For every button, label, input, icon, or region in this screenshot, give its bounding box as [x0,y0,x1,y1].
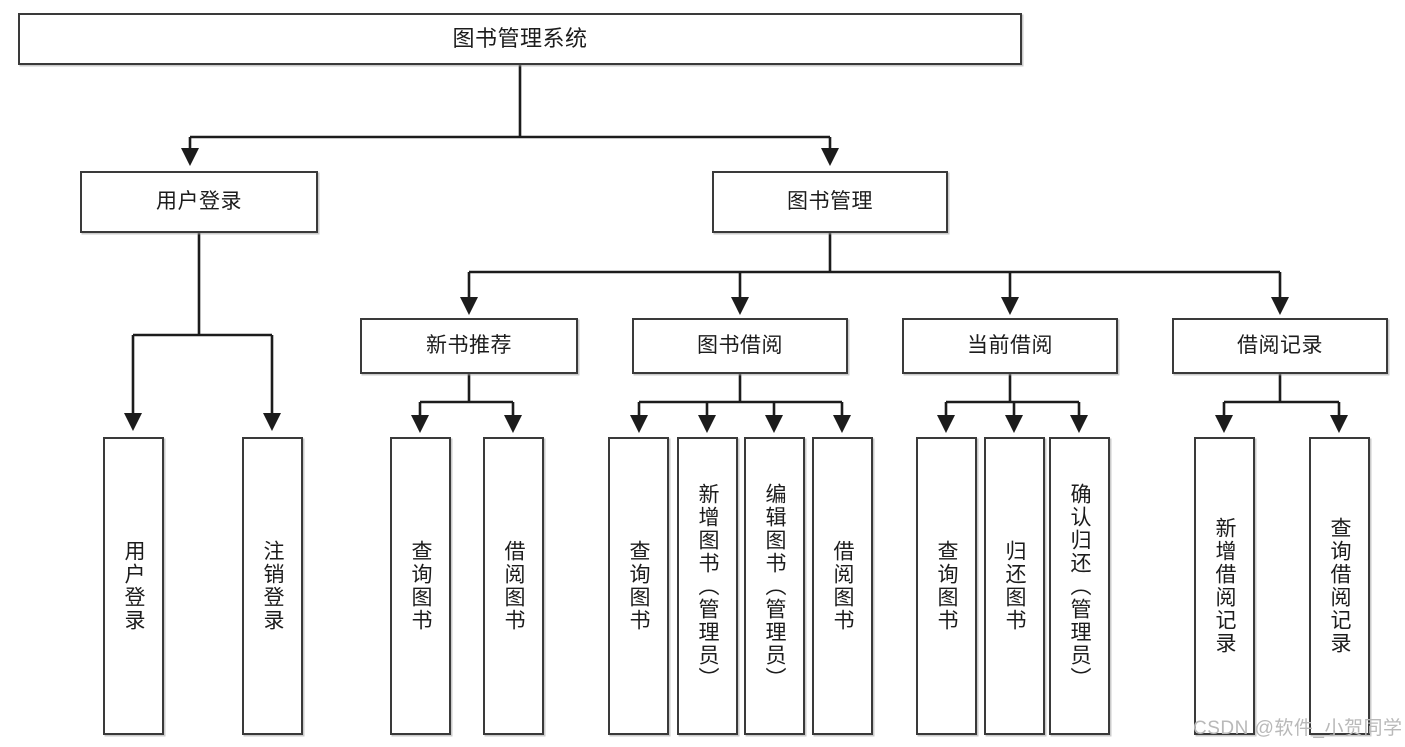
node-leaf-logout-label: 注销登录 [261,540,284,632]
node-current-borrow-label: 当前借阅 [967,334,1053,358]
node-leaf-borrow-book-2-label: 借阅图书 [831,540,854,632]
node-leaf-user-login-label: 用户登录 [122,540,145,632]
node-book-manage-label: 图书管理 [787,190,873,214]
node-leaf-edit-book-label: 编辑图书（管理员） [763,482,786,690]
csdn-watermark: CSDN @软件_小贺同学 [1193,718,1403,739]
node-leaf-return-book-label: 归还图书 [1003,540,1026,632]
node-book-borrow[interactable]: 图书借阅 [632,318,848,374]
node-leaf-logout[interactable]: 注销登录 [242,437,303,735]
node-user-login-label: 用户登录 [156,190,242,214]
node-leaf-query-book-1[interactable]: 查询图书 [390,437,451,735]
node-leaf-query-book-2-label: 查询图书 [627,540,650,632]
node-leaf-query-record-label: 查询借阅记录 [1328,517,1351,655]
node-user-login[interactable]: 用户登录 [80,171,318,233]
node-leaf-query-book-1-label: 查询图书 [409,540,432,632]
node-leaf-borrow-book-1-label: 借阅图书 [502,540,525,632]
node-leaf-add-record-label: 新增借阅记录 [1213,517,1236,655]
node-leaf-add-record[interactable]: 新增借阅记录 [1194,437,1255,735]
node-root-label: 图书管理系统 [452,25,588,51]
node-leaf-add-book-label: 新增图书（管理员） [696,482,719,690]
node-leaf-borrow-book-1[interactable]: 借阅图书 [483,437,544,735]
node-book-borrow-label: 图书借阅 [697,334,783,358]
node-leaf-confirm-return[interactable]: 确认归还（管理员） [1049,437,1110,735]
node-borrow-record[interactable]: 借阅记录 [1172,318,1388,374]
node-root[interactable]: 图书管理系统 [18,13,1022,65]
node-leaf-add-book[interactable]: 新增图书（管理员） [677,437,738,735]
node-leaf-query-book-2[interactable]: 查询图书 [608,437,669,735]
node-current-borrow[interactable]: 当前借阅 [902,318,1118,374]
node-leaf-query-record[interactable]: 查询借阅记录 [1309,437,1370,735]
node-leaf-confirm-return-label: 确认归还（管理员） [1068,482,1091,690]
node-new-book-rec-label: 新书推荐 [426,334,512,358]
node-leaf-query-book-3-label: 查询图书 [935,540,958,632]
node-leaf-user-login[interactable]: 用户登录 [103,437,164,735]
node-leaf-borrow-book-2[interactable]: 借阅图书 [812,437,873,735]
node-leaf-return-book[interactable]: 归还图书 [984,437,1045,735]
node-leaf-edit-book[interactable]: 编辑图书（管理员） [744,437,805,735]
node-new-book-rec[interactable]: 新书推荐 [360,318,578,374]
node-borrow-record-label: 借阅记录 [1237,334,1323,358]
node-book-manage[interactable]: 图书管理 [712,171,948,233]
node-leaf-query-book-3[interactable]: 查询图书 [916,437,977,735]
